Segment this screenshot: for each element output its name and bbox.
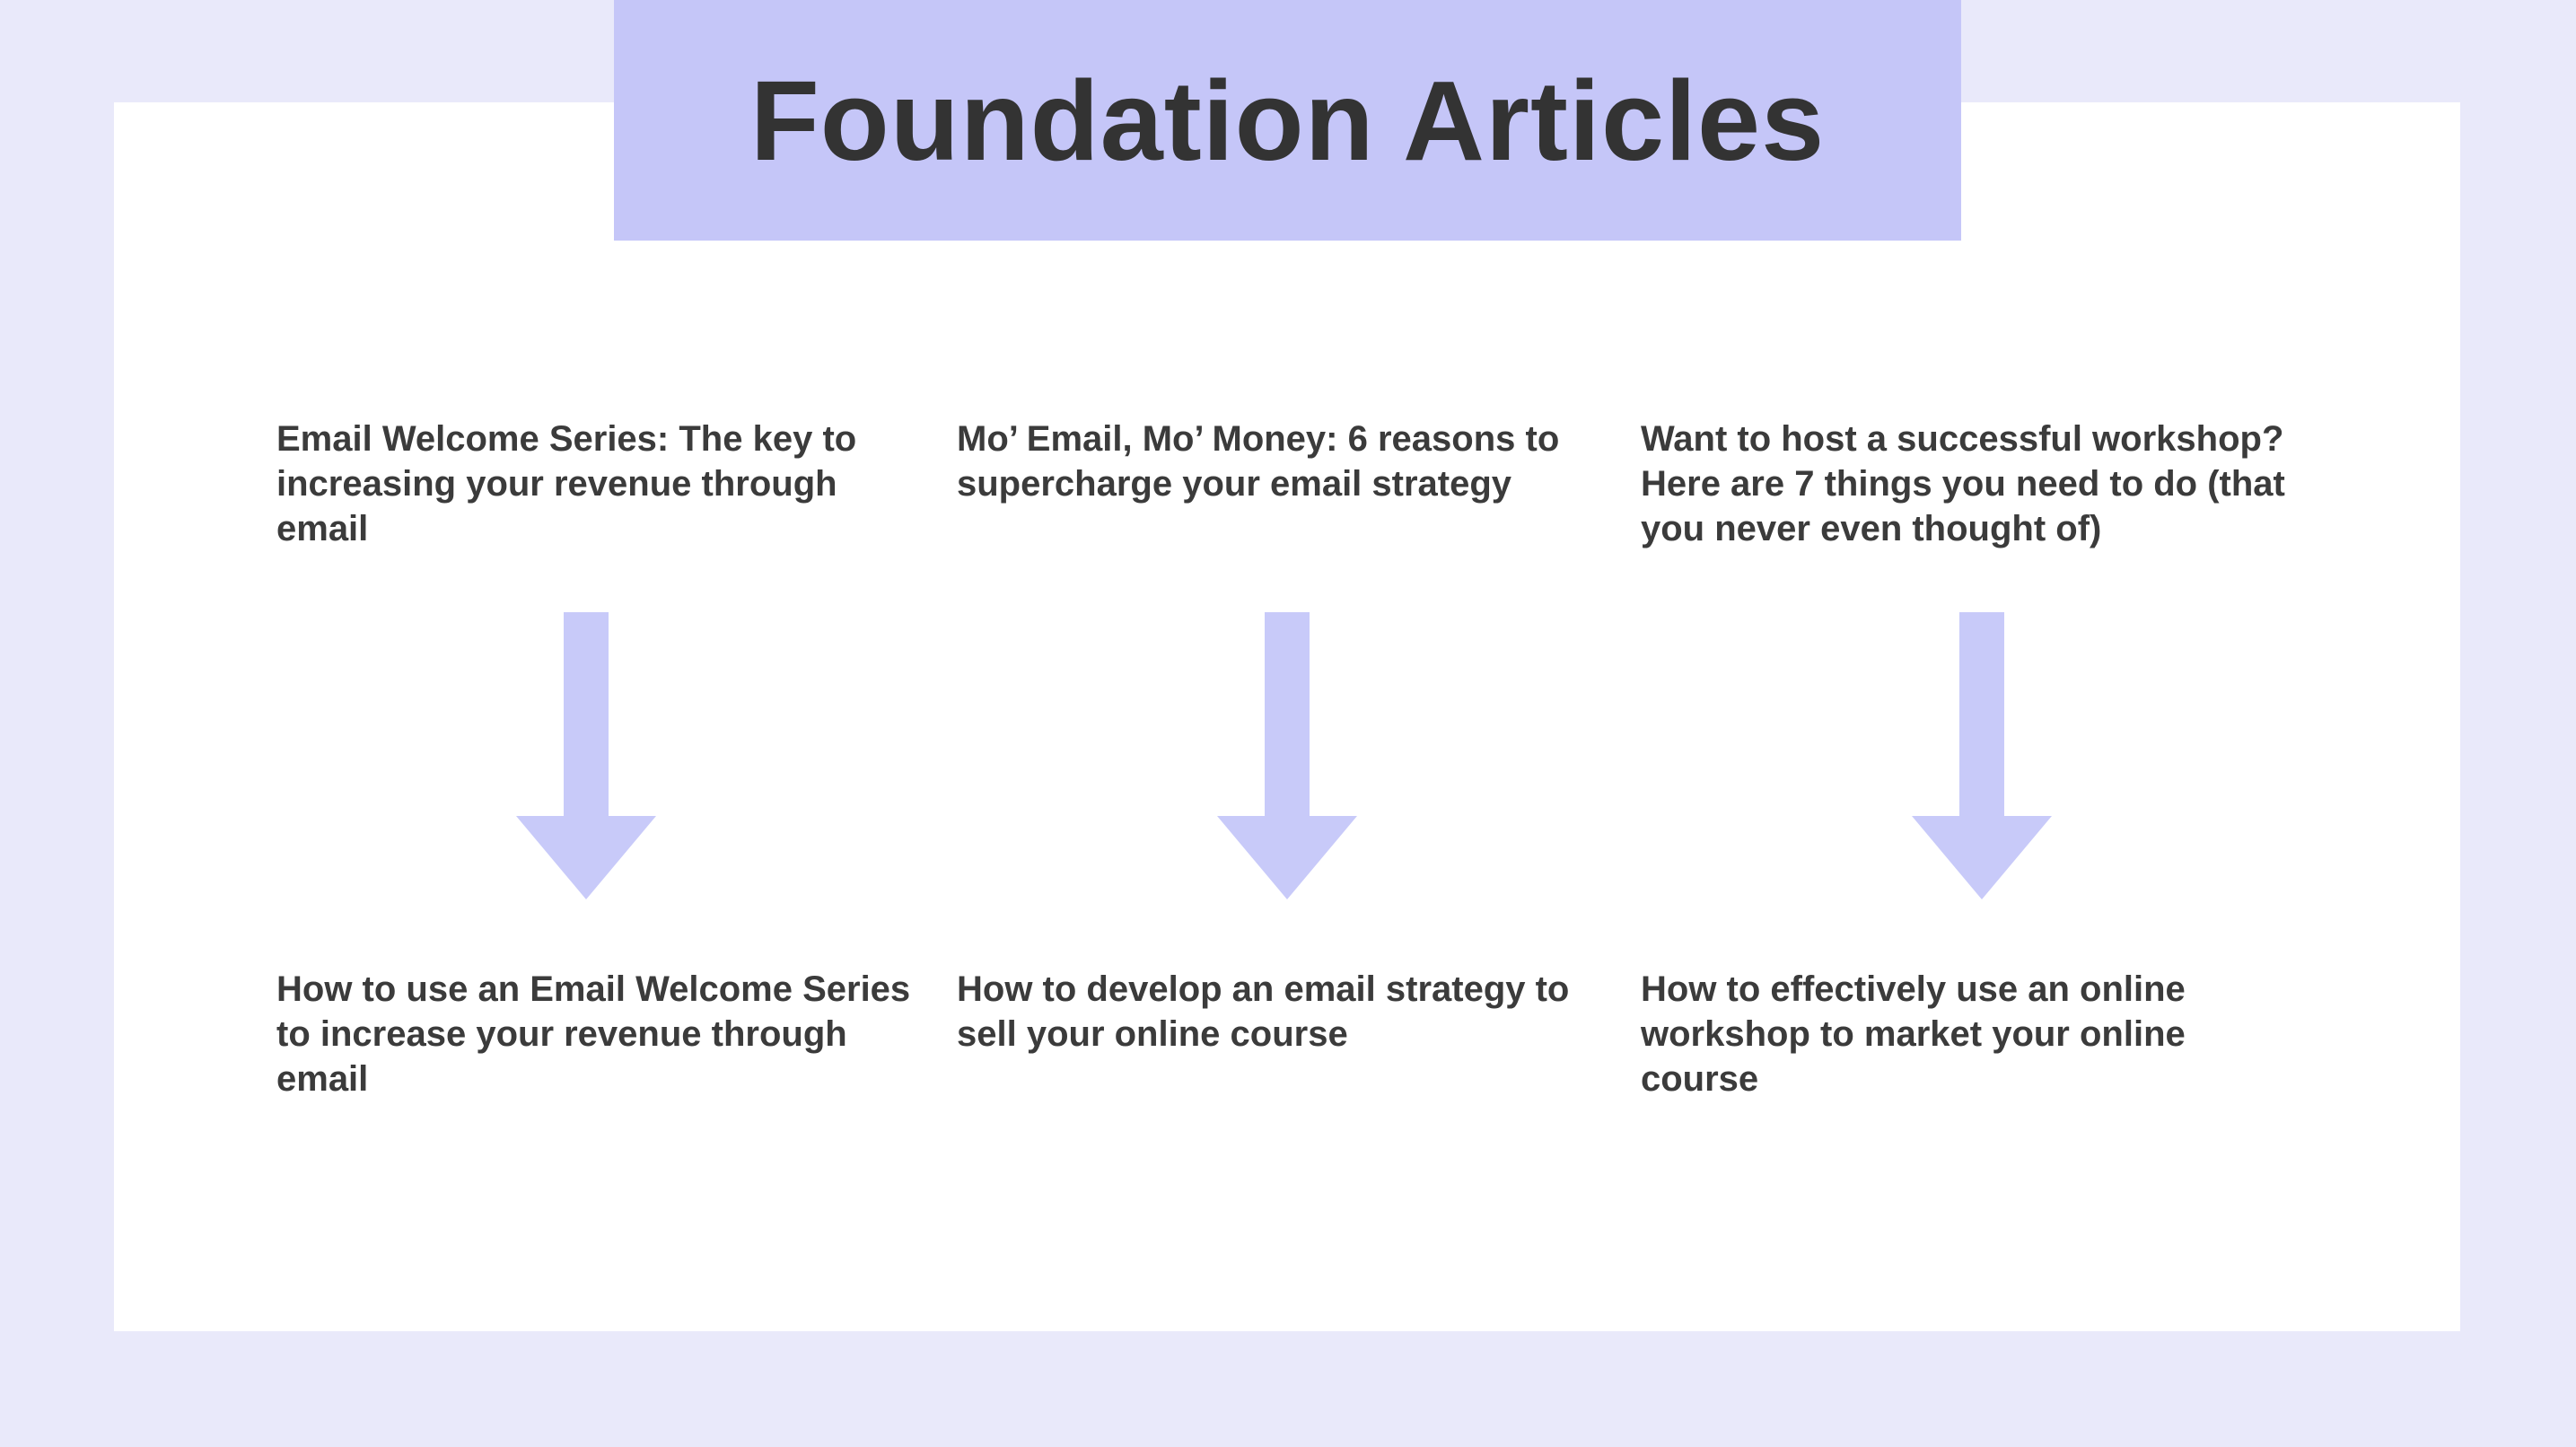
top-article-title-1: Email Welcome Series: The key to increas… [276, 417, 856, 551]
title-line: Want to host a successful workshop? [1641, 419, 2284, 459]
title-line: you never even thought of) [1641, 509, 2102, 548]
bottom-article-title-3: How to effectively use an online worksho… [1641, 967, 2186, 1101]
title-line: email [276, 509, 369, 548]
down-arrow-icon [516, 612, 656, 899]
title-line: Mo’ Email, Mo’ Money: 6 reasons to [957, 419, 1560, 459]
down-arrow-icon [1217, 612, 1357, 899]
title-line: Email Welcome Series: The key to [276, 419, 857, 459]
title-line: How to effectively use an online [1641, 969, 2186, 1009]
title-line: increasing your revenue through [276, 464, 837, 504]
top-article-title-2: Mo’ Email, Mo’ Money: 6 reasons to super… [957, 417, 1559, 506]
top-article-title-3: Want to host a successful workshop? Here… [1641, 417, 2285, 551]
down-arrow-icon [1912, 612, 2052, 899]
bottom-article-title-2: How to develop an email strategy to sell… [957, 967, 1569, 1057]
title-line: How to use an Email Welcome Series [276, 969, 911, 1009]
title-line: to increase your revenue through [276, 1014, 847, 1054]
title-banner: Foundation Articles [614, 0, 1961, 241]
title-line: supercharge your email strategy [957, 464, 1512, 504]
title-line: workshop to market your online [1641, 1014, 2186, 1054]
title-line: Here are 7 things you need to do (that [1641, 464, 2285, 504]
title-line: How to develop an email strategy to [957, 969, 1570, 1009]
title-line: email [276, 1059, 369, 1099]
title-line: course [1641, 1059, 1759, 1099]
title-line: sell your online course [957, 1014, 1348, 1054]
page-title: Foundation Articles [749, 57, 1826, 184]
bottom-article-title-1: How to use an Email Welcome Series to in… [276, 967, 910, 1101]
